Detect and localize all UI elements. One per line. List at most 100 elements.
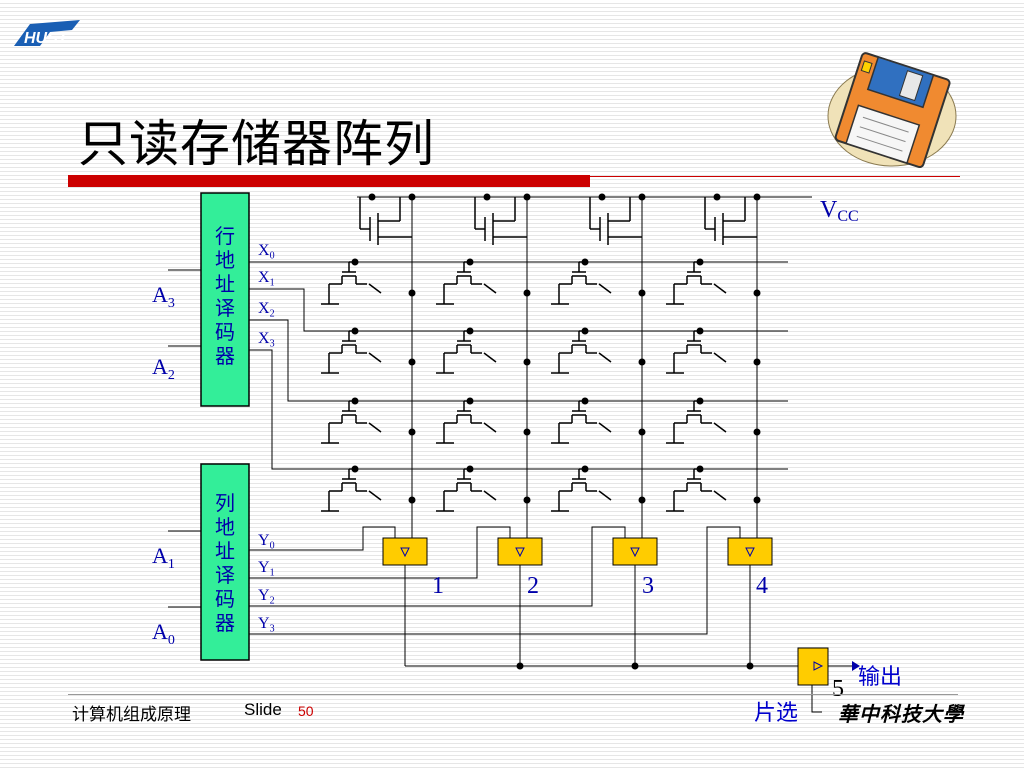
university-name: 華中科技大學 bbox=[838, 702, 964, 726]
junction-dot bbox=[408, 496, 416, 504]
junction-dot bbox=[466, 327, 474, 335]
junction-dot bbox=[351, 397, 359, 405]
junction-dot bbox=[696, 397, 704, 405]
memory-cell-transistor bbox=[550, 330, 612, 374]
junction-dot bbox=[581, 465, 589, 473]
junction-dot bbox=[523, 193, 531, 201]
column-decoder-box bbox=[200, 463, 250, 661]
buffer-number: 1 bbox=[432, 573, 444, 599]
buffer-triangle-icon bbox=[515, 547, 525, 558]
junction-dot bbox=[523, 289, 531, 297]
memory-cell-transistor bbox=[665, 468, 727, 512]
input-label-a0: A0 bbox=[152, 619, 175, 648]
junction-dot bbox=[523, 358, 531, 366]
junction-dot bbox=[753, 428, 761, 436]
junction-dot bbox=[753, 358, 761, 366]
output-buffer-box bbox=[797, 647, 829, 686]
memory-cell-transistor bbox=[665, 400, 727, 444]
pullup-transistor bbox=[704, 196, 758, 246]
junction-dot bbox=[523, 496, 531, 504]
junction-dot bbox=[408, 193, 416, 201]
junction-dot bbox=[581, 397, 589, 405]
memory-cell-transistor bbox=[435, 261, 497, 305]
junction-dot bbox=[638, 496, 646, 504]
junction-dot bbox=[696, 465, 704, 473]
junction-dot bbox=[598, 193, 606, 201]
column-decoder-char: 译 bbox=[215, 563, 235, 587]
memory-cell-transistor bbox=[435, 400, 497, 444]
buffer-triangle-icon bbox=[630, 547, 640, 558]
column-decoder-char: 列 bbox=[215, 491, 235, 515]
chip-select-label: 片选 bbox=[754, 701, 798, 726]
pullup-transistor bbox=[474, 196, 528, 246]
column-output-label: Y1 bbox=[258, 559, 275, 579]
memory-cell-transistor bbox=[550, 468, 612, 512]
column-output-label: Y3 bbox=[258, 615, 275, 635]
memory-cell-transistor bbox=[435, 468, 497, 512]
junction-dot bbox=[466, 465, 474, 473]
pullup-transistor bbox=[589, 196, 643, 246]
input-label-a2: A2 bbox=[152, 354, 175, 383]
row-output-label: X2 bbox=[258, 300, 275, 320]
junction-dot bbox=[753, 289, 761, 297]
pullup-transistor bbox=[359, 196, 413, 246]
row-decoder-char: 址 bbox=[215, 272, 235, 296]
junction-dot bbox=[408, 289, 416, 297]
junction-dot bbox=[351, 258, 359, 266]
junction-dot bbox=[638, 289, 646, 297]
footer-course-name: 计算机组成原理 bbox=[72, 705, 191, 725]
title-underline-bar bbox=[68, 175, 590, 187]
footer-divider bbox=[68, 694, 958, 695]
junction-dot bbox=[753, 496, 761, 504]
junction-dot bbox=[368, 193, 376, 201]
junction-dot bbox=[753, 193, 761, 201]
hust-logo: HUST bbox=[14, 20, 80, 47]
memory-cell-transistor bbox=[550, 400, 612, 444]
column-buffer-box bbox=[497, 537, 543, 566]
row-output-label: X0 bbox=[258, 242, 275, 262]
row-output-label: X3 bbox=[258, 330, 275, 350]
junction-dot bbox=[696, 327, 704, 335]
input-label-a1: A1 bbox=[152, 543, 175, 572]
junction-dot bbox=[581, 327, 589, 335]
floppy-disk-icon bbox=[827, 52, 957, 168]
row-decoder-box bbox=[200, 192, 250, 407]
input-label-a3: A3 bbox=[152, 282, 175, 311]
column-decoder-char: 址 bbox=[215, 539, 235, 563]
output-label: 输出 bbox=[858, 665, 902, 690]
memory-cell-transistor bbox=[665, 330, 727, 374]
buffer-triangle-icon bbox=[745, 547, 755, 558]
row-decoder-char: 行 bbox=[215, 224, 235, 248]
memory-cell-transistor bbox=[435, 330, 497, 374]
memory-cell-transistor bbox=[320, 330, 382, 374]
column-buffer-box bbox=[612, 537, 658, 566]
junction-dot bbox=[696, 258, 704, 266]
junction-dot bbox=[523, 428, 531, 436]
junction-dot bbox=[408, 358, 416, 366]
junction-dot bbox=[581, 258, 589, 266]
junction-dot bbox=[351, 327, 359, 335]
junction-dot bbox=[638, 193, 646, 201]
column-output-label: Y2 bbox=[258, 587, 275, 607]
column-buffer-box bbox=[727, 537, 773, 566]
slide-title: 只读存储器阵列 bbox=[78, 115, 435, 173]
junction-dot bbox=[466, 258, 474, 266]
column-decoder-char: 地 bbox=[215, 515, 235, 539]
row-output-label: X1 bbox=[258, 269, 275, 289]
footer-slide-label: Slide bbox=[244, 700, 282, 719]
row-decoder-char: 码 bbox=[215, 320, 235, 344]
junction-dot bbox=[713, 193, 721, 201]
memory-cell-transistor bbox=[665, 261, 727, 305]
svg-text:HUST: HUST bbox=[24, 30, 69, 47]
column-buffer-box bbox=[382, 537, 428, 566]
junction-dot bbox=[483, 193, 491, 201]
junction-dot bbox=[351, 465, 359, 473]
column-decoder-char: 器 bbox=[215, 611, 235, 635]
memory-cell-transistor bbox=[320, 400, 382, 444]
buffer-number: 4 bbox=[756, 573, 768, 599]
junction-dot bbox=[638, 428, 646, 436]
memory-cell-transistor bbox=[550, 261, 612, 305]
row-decoder-char: 译 bbox=[215, 296, 235, 320]
memory-cell-transistor bbox=[320, 468, 382, 512]
